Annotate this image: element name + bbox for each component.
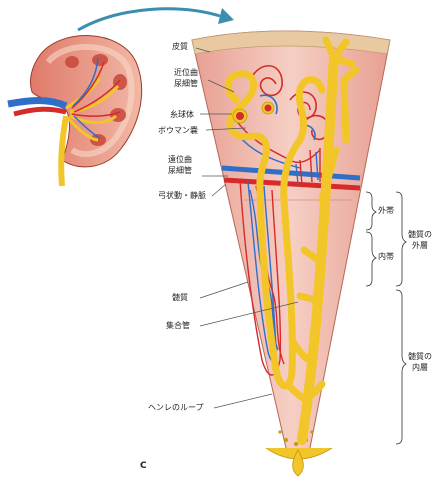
label-inner-medulla-line1: 髄質の bbox=[400, 352, 435, 362]
label-outer-medulla-line1: 髄質の bbox=[400, 230, 435, 240]
label-cortex: 皮質 bbox=[172, 42, 188, 52]
arrow-head bbox=[218, 8, 234, 24]
zoom-arrow bbox=[78, 9, 220, 30]
label-glomerulus: 糸球体 bbox=[170, 110, 194, 120]
label-outer-stripe: 外帯 bbox=[378, 206, 394, 216]
label-collecting-duct: 集合管 bbox=[166, 321, 190, 331]
figure-letter: C bbox=[140, 461, 147, 471]
label-arcuate: 弓状動・静脈 bbox=[158, 191, 206, 201]
label-pct-line2: 尿細管 bbox=[174, 79, 198, 89]
label-bowman: ボウマン嚢 bbox=[158, 126, 198, 136]
label-medulla: 髄質 bbox=[172, 293, 188, 303]
label-inner-medulla-line2: 内層 bbox=[400, 363, 435, 373]
label-outer-medulla-line2: 外層 bbox=[400, 241, 435, 251]
label-dct-line2: 尿細管 bbox=[168, 166, 192, 176]
label-dct-line1: 遠位曲 bbox=[168, 155, 192, 165]
kidney-whole bbox=[8, 36, 142, 186]
label-pct-line1: 近位曲 bbox=[174, 68, 198, 78]
label-henle: ヘンレのループ bbox=[148, 403, 204, 413]
label-inner-stripe: 内帯 bbox=[378, 252, 394, 262]
